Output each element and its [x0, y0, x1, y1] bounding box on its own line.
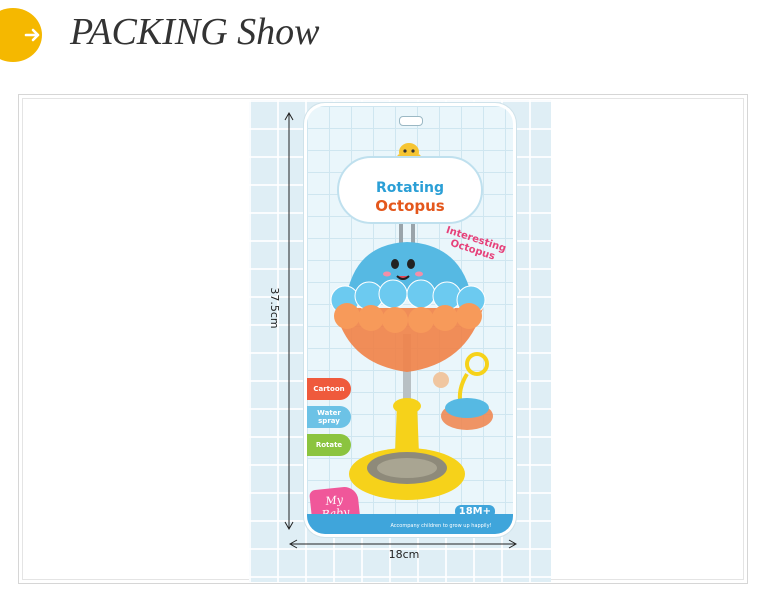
- section-title: PACKING Show: [70, 11, 320, 53]
- feature-badge-cartoon: Cartoon: [307, 378, 351, 400]
- footer-band: [307, 514, 513, 534]
- product-title-line2: Octopus: [375, 197, 445, 215]
- height-label: 37.5cm: [268, 287, 281, 329]
- product-photo: Rotating Octopus Interesting Octopus: [249, 100, 551, 582]
- product-title-line1: Rotating: [375, 180, 445, 196]
- height-dimension-line: [284, 112, 294, 530]
- slogan-text: Accompany children to grow up happily!: [390, 523, 492, 529]
- usage-inset-illustration: [433, 352, 493, 430]
- arrow-right-icon: [24, 28, 40, 42]
- title-cloud: [337, 156, 483, 224]
- feature-badge-rotate: Rotate: [307, 434, 351, 456]
- octopus-toy: [330, 224, 486, 500]
- feature-badge-water-spray: Water spray: [307, 406, 351, 428]
- width-label: 18cm: [388, 548, 420, 561]
- width-dimension-line: [289, 539, 517, 549]
- age-badge: 18M+: [454, 505, 495, 518]
- hang-hole: [399, 116, 423, 126]
- blister-card: Rotating Octopus Interesting Octopus: [307, 106, 513, 534]
- image-frame: [18, 94, 748, 584]
